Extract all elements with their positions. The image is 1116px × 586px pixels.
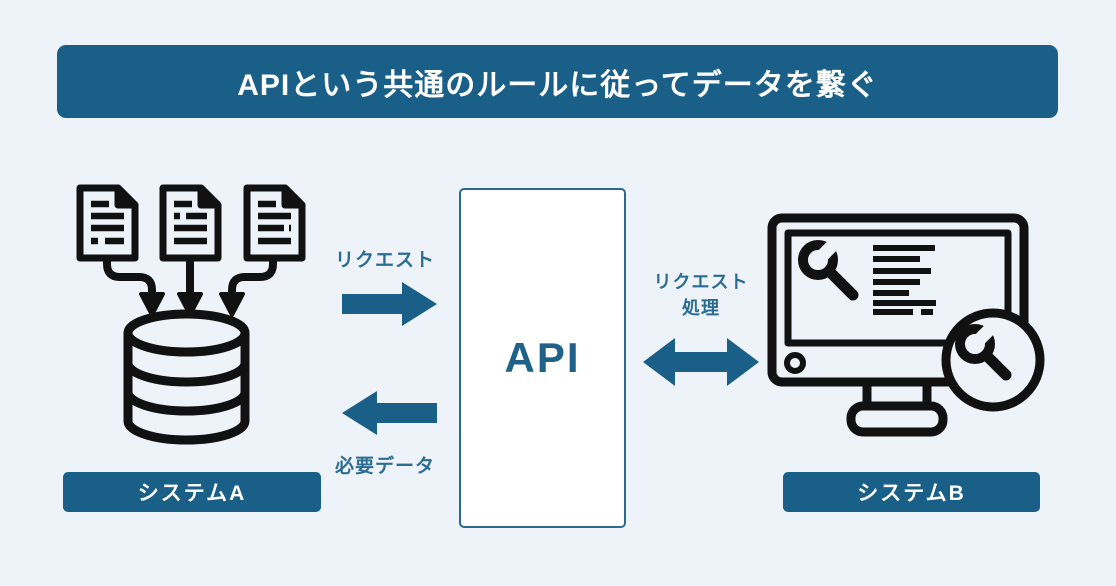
database-icon (123, 309, 250, 445)
monitor-stand (846, 377, 948, 437)
document-icon (243, 184, 306, 262)
magnifier-wrench-icon (941, 308, 1045, 412)
document-icon (76, 184, 139, 262)
system-a-label-text: システムA (137, 482, 247, 505)
api-label: API (504, 334, 581, 381)
title-banner: APIという共通のルールに従ってデータを繋ぐ (57, 45, 1058, 118)
system-b-label-text: システムB (857, 482, 966, 505)
screen-wrench-icon (798, 238, 859, 301)
required-data-arrow-icon (342, 391, 437, 435)
request-arrow-icon (342, 282, 437, 326)
system-a-label: システムA (63, 472, 321, 512)
request-processing-line2: 処理 (682, 298, 720, 318)
api-box: API (459, 188, 626, 528)
request-label: リクエスト (334, 250, 435, 271)
screen-text-lines (873, 245, 936, 315)
power-button-icon (784, 352, 806, 374)
required-data-label: 必要データ (334, 456, 435, 477)
request-processing-label: リクエスト 処理 (643, 269, 759, 321)
flow-arrows (103, 255, 277, 317)
bidirectional-arrow-icon (643, 338, 759, 386)
monitor-wrench-icon (767, 213, 1045, 437)
diagram-title: APIという共通のルールに従ってデータを繋ぐ (237, 68, 878, 102)
request-processing-line1: リクエスト (653, 272, 749, 292)
documents-database-icon (76, 184, 306, 445)
system-b-label: システムB (783, 472, 1040, 512)
document-icon (159, 184, 222, 262)
